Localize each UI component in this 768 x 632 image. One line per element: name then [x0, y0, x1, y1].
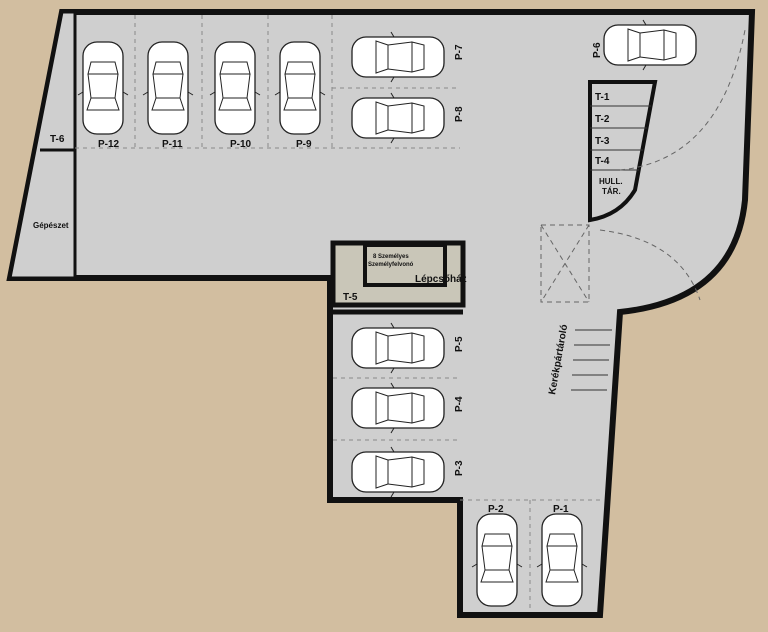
label-p9: P-9 [296, 139, 312, 150]
label-p8: P-8 [454, 106, 465, 122]
waste-label-2: TÁR. [602, 187, 621, 196]
label-t1: T-1 [595, 92, 610, 103]
label-t3: T-3 [595, 136, 610, 147]
label-p6: P-6 [592, 42, 603, 58]
label-p1: P-1 [553, 504, 569, 515]
elevator-label-1: 8 Személyes [373, 254, 409, 260]
elevator [363, 243, 447, 287]
machinery-label: Gépészet [33, 221, 69, 230]
storage-block [588, 80, 658, 223]
elevator-label-2: Személyfelvonó [368, 262, 414, 268]
label-t4: T-4 [595, 156, 610, 167]
stairwell-label: Lépcsőház [415, 274, 467, 285]
label-p5: P-5 [454, 336, 465, 352]
label-p10: P-10 [230, 139, 252, 150]
label-p12: P-12 [98, 139, 120, 150]
label-t5: T-5 [343, 292, 358, 303]
label-t6: T-6 [50, 134, 65, 145]
label-t2: T-2 [595, 114, 610, 125]
label-p11: P-11 [162, 139, 183, 150]
label-p2: P-2 [488, 504, 504, 515]
label-p4: P-4 [454, 396, 465, 412]
label-p7: P-7 [454, 44, 465, 60]
waste-label-1: HULL. [599, 177, 623, 186]
machinery-room [8, 10, 77, 280]
label-p3: P-3 [454, 460, 465, 476]
